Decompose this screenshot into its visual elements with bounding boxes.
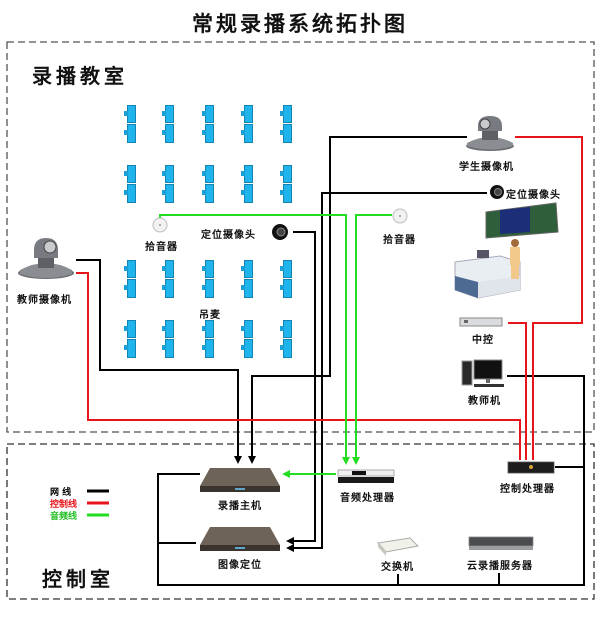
hanging-mic-label: 吊麦 — [199, 310, 221, 321]
student-desk — [241, 165, 253, 203]
pickup-left-icon[interactable] — [152, 217, 168, 233]
student-desk — [280, 320, 292, 358]
wire-locating-mid-net — [286, 231, 316, 545]
pickup-right-icon[interactable] — [392, 208, 408, 224]
classroom-boundary — [6, 41, 595, 433]
smart-board-icon — [485, 202, 559, 239]
pickup-right-label: 拾音器 — [383, 235, 416, 246]
control-room-title: 控制室 — [42, 567, 114, 591]
pickup-left-label: 拾音器 — [145, 242, 178, 253]
student-desk — [202, 320, 214, 358]
diagram-title: 常规录播系统拓扑图 — [192, 11, 408, 36]
wire-teacher-camera-net — [76, 259, 242, 464]
legend-network-label: 网 线 — [50, 488, 72, 498]
audio-processor-icon[interactable] — [337, 469, 395, 483]
central-control-label: 中控 — [472, 335, 494, 346]
locating-camera-mid-icon[interactable] — [272, 224, 288, 240]
image-locating-label: 图像定位 — [218, 560, 262, 571]
student-camera-icon[interactable] — [466, 116, 514, 151]
student-desk — [124, 260, 136, 298]
student-desk — [202, 105, 214, 143]
student-camera-label: 学生摄像机 — [459, 162, 514, 173]
student-desk — [162, 260, 174, 298]
student-desk — [241, 320, 253, 358]
teacher-camera-label: 教师摄像机 — [17, 295, 72, 306]
cloud-server-icon[interactable] — [468, 536, 534, 550]
student-desk — [241, 260, 253, 298]
locating-camera-right-label: 定位摄像头 — [506, 190, 561, 201]
switch-icon[interactable] — [377, 537, 420, 556]
control-processor-icon[interactable] — [507, 461, 555, 474]
student-desk — [162, 165, 174, 203]
wire-central-control-ctrl — [508, 322, 527, 460]
student-desk — [202, 260, 214, 298]
cloud-server-label: 云录播服务器 — [467, 561, 533, 572]
student-desk — [162, 105, 174, 143]
wire-student-camera-ctrl — [515, 136, 583, 460]
teacher-podium-icon — [454, 239, 521, 299]
recording-host-icon[interactable] — [200, 468, 280, 492]
legend-control-label: 控制线 — [50, 500, 78, 510]
central-control-icon[interactable] — [459, 317, 503, 327]
image-locating-icon[interactable] — [200, 527, 280, 551]
wire-locating-right-net — [286, 192, 487, 552]
wire-student-camera-net — [248, 136, 467, 464]
teacher-pc-label: 教师机 — [468, 396, 501, 407]
student-desk — [280, 105, 292, 143]
control-room-boundary — [6, 443, 595, 600]
student-desk — [124, 320, 136, 358]
student-desk — [124, 165, 136, 203]
wire-teacher-camera-ctrl — [76, 272, 521, 460]
switch-label: 交换机 — [381, 562, 414, 573]
student-desk — [280, 165, 292, 203]
recording-host-label: 录播主机 — [218, 501, 262, 512]
audio-processor-label: 音频处理器 — [340, 493, 395, 504]
locating-camera-mid-label: 定位摄像头 — [201, 230, 256, 241]
legend-audio-label: 音频线 — [50, 512, 78, 522]
wire-teacher-pc-net — [157, 375, 585, 586]
student-desk — [241, 105, 253, 143]
student-desk — [124, 105, 136, 143]
student-desk — [280, 260, 292, 298]
teacher-camera-icon[interactable] — [18, 238, 74, 279]
student-desk — [162, 320, 174, 358]
classroom-title: 录播教室 — [32, 64, 128, 88]
locating-camera-right-icon[interactable] — [490, 185, 504, 199]
control-processor-label: 控制处理器 — [500, 484, 555, 495]
student-desk — [202, 165, 214, 203]
wire-pickup-right-audio — [352, 214, 392, 465]
teacher-pc-icon[interactable] — [461, 359, 504, 387]
